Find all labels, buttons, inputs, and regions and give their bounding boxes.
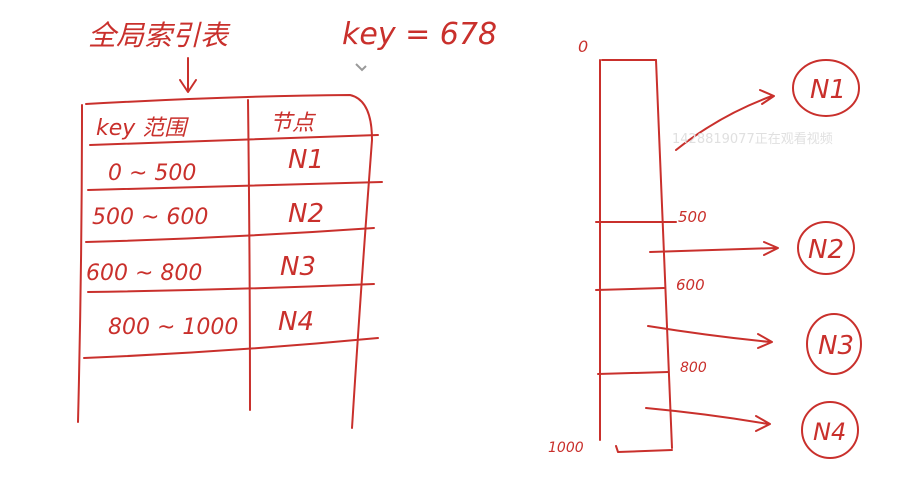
table-cell-node: N2 bbox=[288, 199, 324, 229]
node-label: N3 bbox=[818, 331, 854, 361]
title: 全局索引表 bbox=[88, 19, 231, 52]
range-bar-top-label: 0 bbox=[578, 37, 588, 56]
table-cell-node: N4 bbox=[278, 307, 314, 337]
node-n2: N2 bbox=[797, 221, 855, 275]
range-bar-bottom-label: 1000 bbox=[548, 440, 584, 456]
table-header-node: 节点 bbox=[270, 111, 317, 136]
node-label: N2 bbox=[808, 235, 844, 265]
range-bar-tick-600 bbox=[595, 287, 665, 291]
node-label: N1 bbox=[810, 75, 846, 105]
arrow-to-n4 bbox=[645, 407, 771, 432]
key-expression: key = 678 bbox=[342, 17, 497, 52]
range-bar-tick-label: 500 bbox=[678, 208, 707, 226]
node-circle bbox=[797, 221, 855, 275]
arrow-to-n1 bbox=[675, 89, 775, 151]
range-bar-tick-label: 800 bbox=[680, 360, 707, 376]
table-row-line-1 bbox=[89, 134, 379, 146]
node-n4: N4 bbox=[801, 401, 859, 459]
node-n3: N3 bbox=[806, 313, 862, 375]
arrow-to-n2 bbox=[649, 241, 779, 256]
table-cell-node: N3 bbox=[280, 252, 316, 282]
arrow-to-n3 bbox=[647, 325, 773, 349]
table-row-line-2 bbox=[87, 181, 383, 191]
table-cell-range: 600 ~ 800 bbox=[86, 261, 202, 286]
table-cell-range: 800 ~ 1000 bbox=[108, 315, 238, 340]
node-circle bbox=[806, 313, 862, 375]
table-left-border bbox=[77, 104, 83, 423]
node-n1: N1 bbox=[792, 59, 860, 117]
table-row-line-3 bbox=[85, 227, 375, 243]
node-label: N4 bbox=[813, 418, 846, 446]
node-circle bbox=[801, 401, 859, 459]
index-table: key 范围 节点 0 ~ 500 N1 500 ~ 600 N2 600 ~ … bbox=[77, 94, 383, 429]
range-bar-tick-label: 600 bbox=[676, 276, 705, 294]
table-column-divider bbox=[247, 99, 251, 411]
range-bar: 0 1000 500 600 800 bbox=[548, 37, 707, 456]
table-cell-node: N1 bbox=[288, 145, 324, 175]
table-header-range: key 范围 bbox=[96, 116, 189, 141]
title-down-arrow bbox=[179, 57, 197, 93]
table-top-right-border bbox=[85, 94, 373, 429]
table-cell-range: 500 ~ 600 bbox=[92, 205, 208, 230]
table-row-line-4 bbox=[87, 283, 375, 293]
range-bar-right-edge bbox=[655, 59, 673, 449]
cursor-mark bbox=[355, 63, 367, 72]
range-bar-tick-800 bbox=[597, 371, 669, 375]
node-circle bbox=[792, 59, 860, 117]
table-cell-range: 0 ~ 500 bbox=[108, 161, 196, 186]
table-row-line-5 bbox=[83, 337, 379, 359]
viewer-watermark: 1428819077正在观看视频 bbox=[672, 131, 833, 147]
range-bar-bottom-edge bbox=[615, 445, 673, 453]
